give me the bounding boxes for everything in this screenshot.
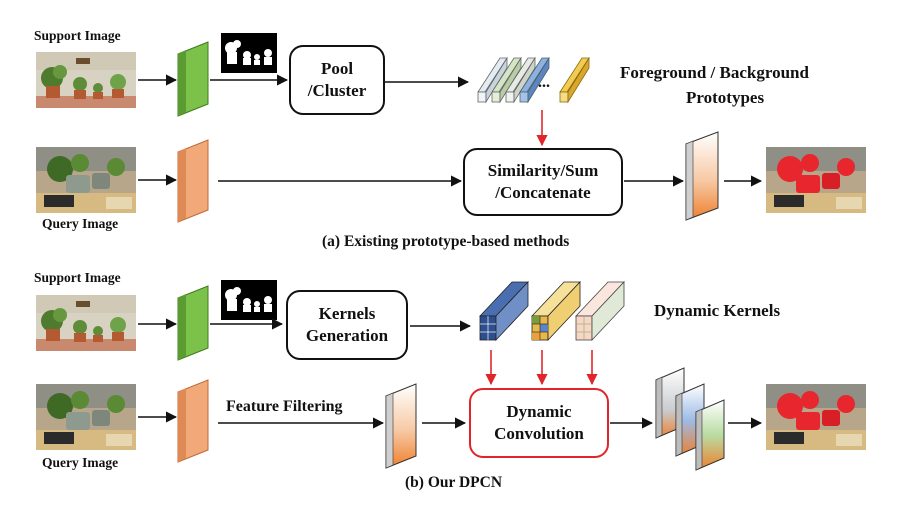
prototype-vectors xyxy=(477,56,590,104)
prototype-vector-2 xyxy=(491,56,522,104)
similarity-box: Similarity/Sum/Concatenate xyxy=(463,148,623,216)
prototype-vector-3 xyxy=(505,56,536,104)
kernel-grid-3 xyxy=(575,280,625,342)
kernel-grid-2 xyxy=(531,280,581,342)
kernel-grid-1 xyxy=(479,280,529,342)
kernels-line2: Generation xyxy=(305,326,389,345)
prototype-ellipsis: ... xyxy=(538,74,550,91)
prototypes-title-line1: Foreground / Background xyxy=(620,63,809,82)
query-feature-block-b xyxy=(177,379,209,463)
mask-image-a xyxy=(221,33,277,73)
support-photo-b xyxy=(36,295,136,351)
output-feature-green xyxy=(695,399,725,471)
support-photo-a xyxy=(36,52,136,108)
query-image-label-a: Query Image xyxy=(42,216,119,231)
pool-line1: Pool xyxy=(320,59,354,78)
query-photo-a xyxy=(36,147,136,213)
prototypes-title-line2: Prototypes xyxy=(686,88,765,107)
similarity-line1: Similarity/Sum xyxy=(487,161,599,180)
prediction-image-b xyxy=(766,384,866,450)
support-image-label-b: Support Image xyxy=(34,270,121,285)
caption-a: (a) Existing prototype-based methods xyxy=(322,233,570,250)
prediction-image-a xyxy=(766,147,866,213)
query-image-label-b: Query Image xyxy=(42,455,119,470)
pool-cluster-box: Pool/Cluster xyxy=(289,45,385,115)
feature-filtering-label: Feature Filtering xyxy=(226,398,343,415)
dynconv-line2: Convolution xyxy=(494,424,584,443)
support-image-label-a: Support Image xyxy=(34,28,121,43)
mask-image-b xyxy=(221,280,277,320)
support-feature-block-b xyxy=(177,285,209,361)
support-feature-block-a xyxy=(177,41,209,117)
dynconv-line1: Dynamic xyxy=(506,402,572,421)
prototype-vector-4 xyxy=(519,56,550,104)
pool-line2: /Cluster xyxy=(307,81,367,100)
prototype-vector-5 xyxy=(559,56,590,104)
output-feature-stack xyxy=(655,367,725,471)
dynamic-kernels-label: Dynamic Kernels xyxy=(654,301,781,320)
filtered-feature-block xyxy=(385,383,417,469)
kernels-line1: Kernels xyxy=(318,304,376,323)
similarity-line2: /Concatenate xyxy=(495,183,591,202)
query-photo-b xyxy=(36,384,136,450)
caption-b: (b) Our DPCN xyxy=(405,474,503,491)
prototype-vector-1 xyxy=(477,56,508,104)
query-feature-block-a xyxy=(177,139,209,223)
output-feature-block-a xyxy=(685,131,719,221)
